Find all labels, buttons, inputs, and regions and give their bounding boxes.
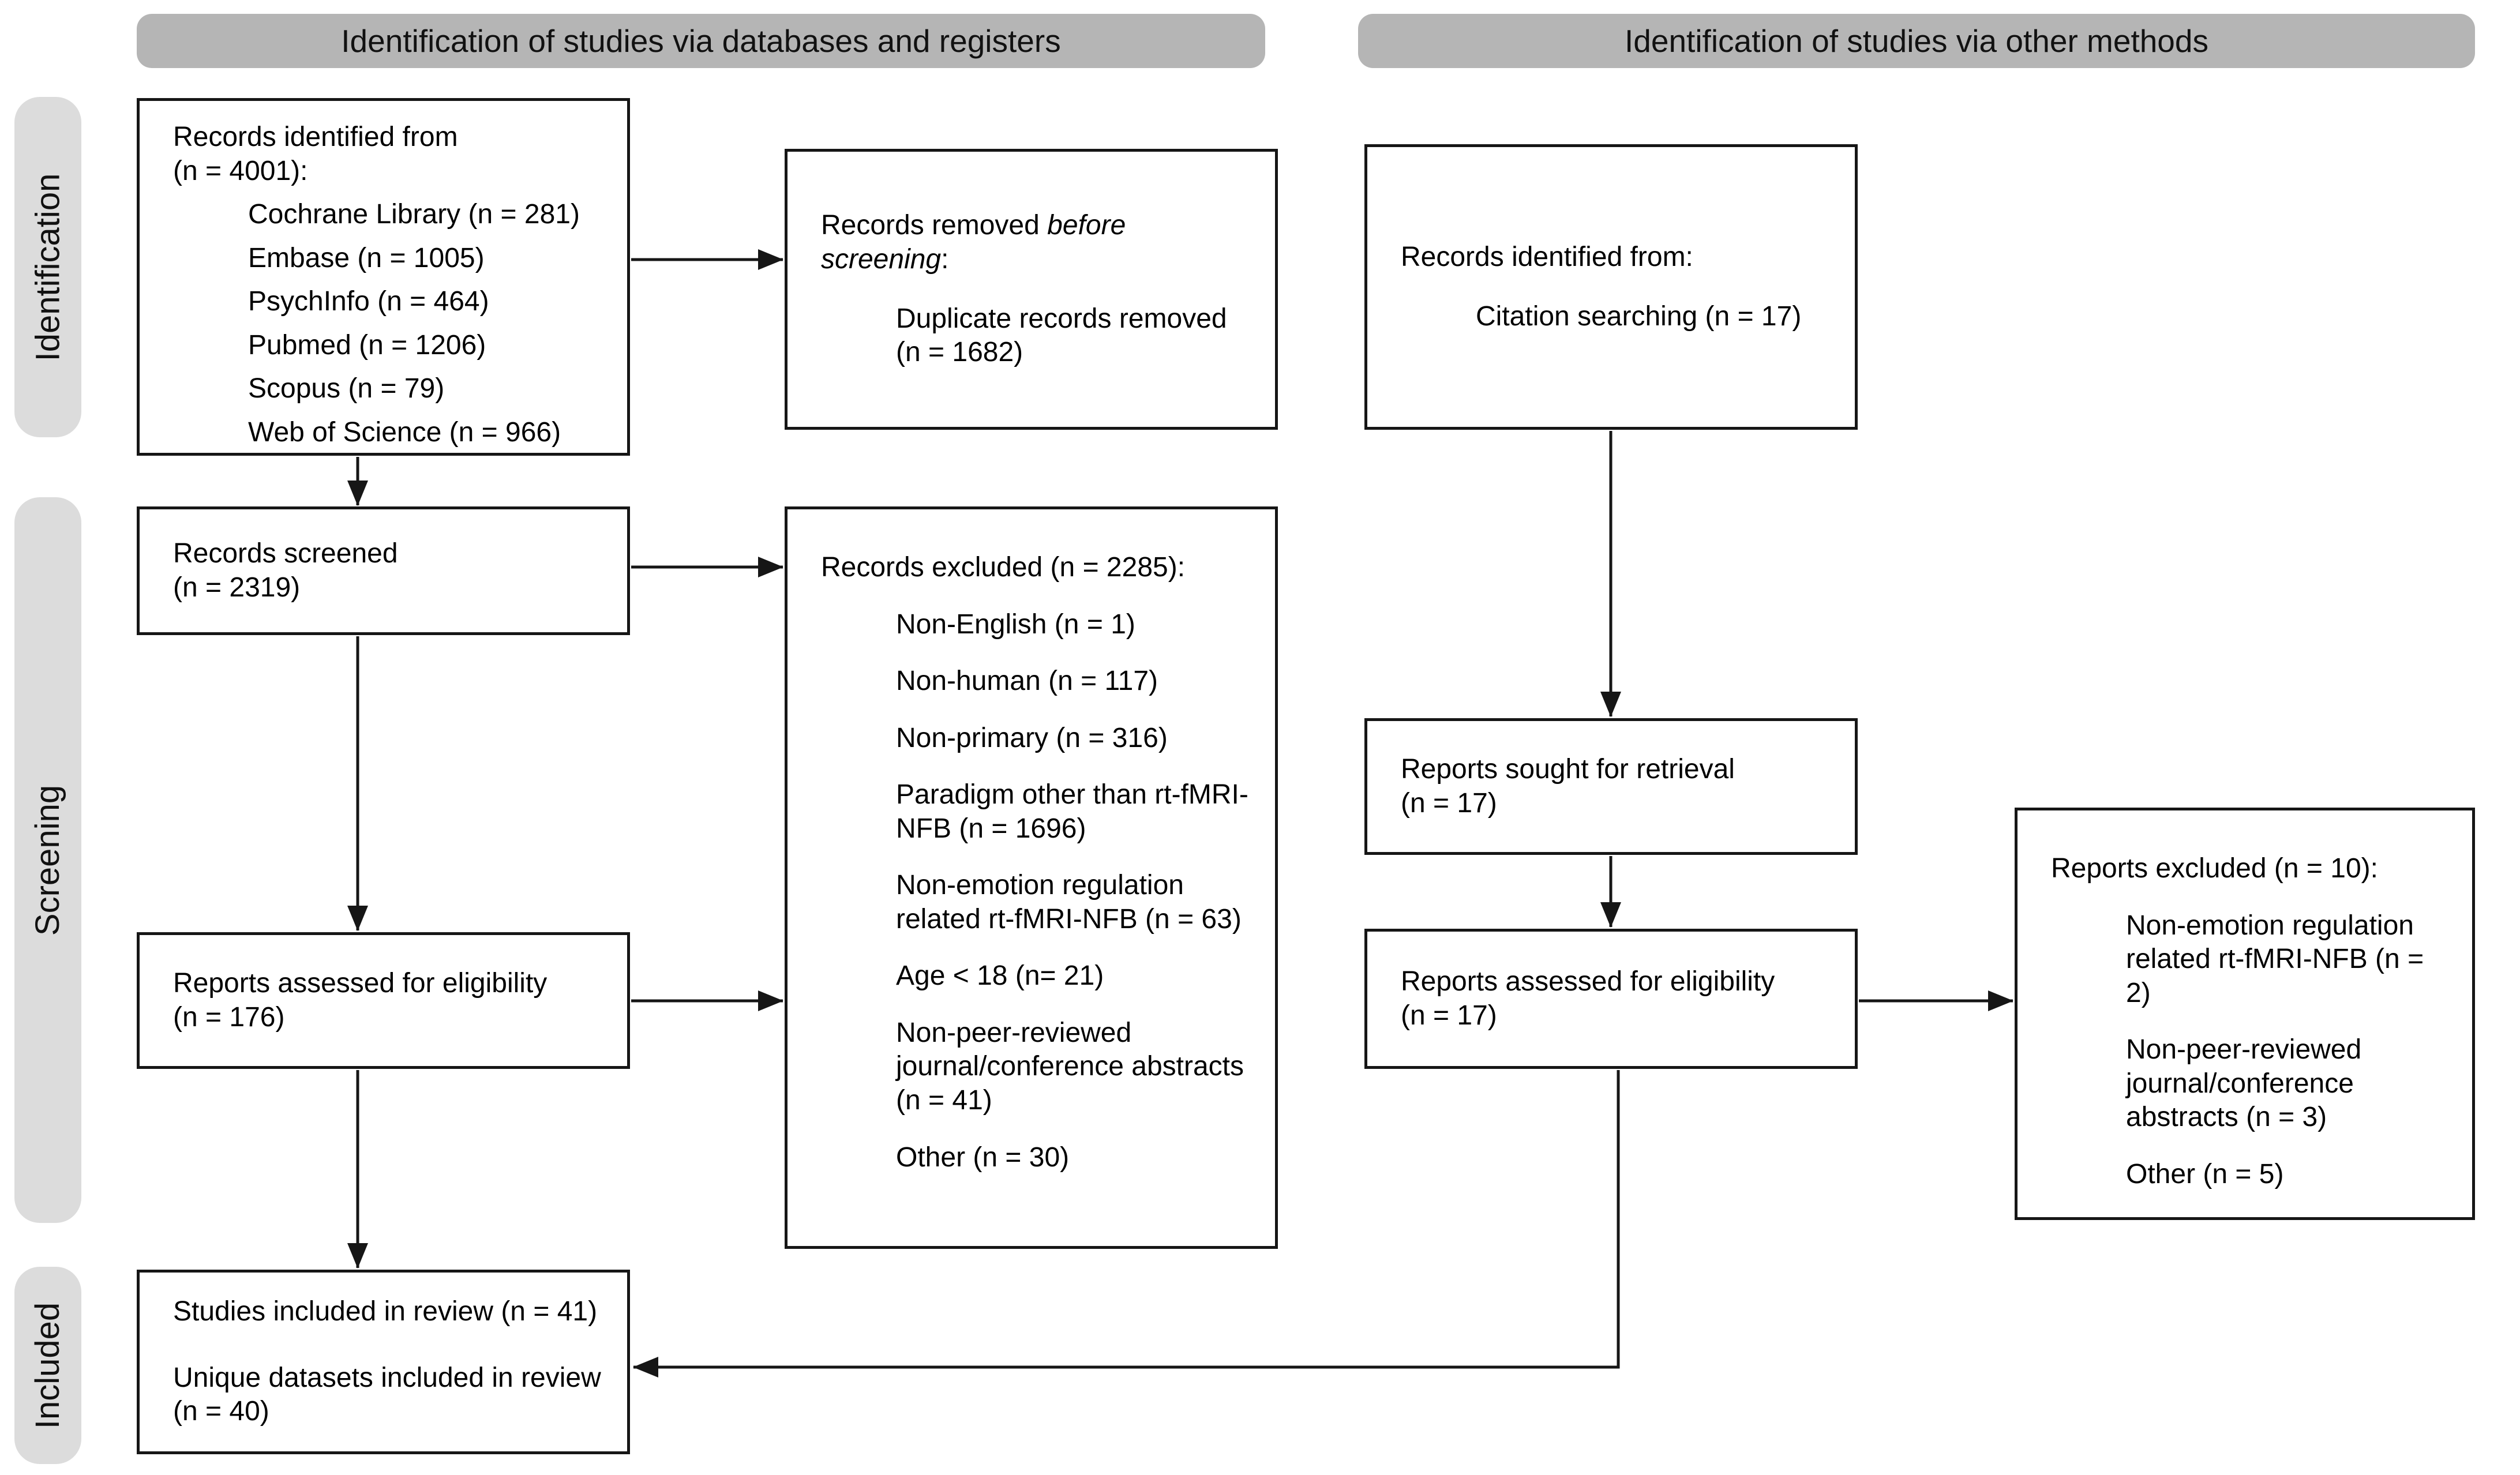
box-records-excluded: Records excluded (n = 2285): Non-English… <box>785 506 1278 1249</box>
box-reports-excluded-other: Reports excluded (n = 10): Non-emotion r… <box>2015 808 2475 1220</box>
box-title: Reports excluded (n = 10): <box>2051 853 2378 884</box>
box-count: (n = 4001): <box>173 155 308 186</box>
box-title: Records removed before screening: <box>821 209 1257 276</box>
database-item: Embase (n = 1005) <box>248 242 485 273</box>
database-item: PsychInfo (n = 464) <box>248 286 489 317</box>
stage-screening: Screening <box>14 497 81 1223</box>
stage-included-label: Included <box>29 1302 67 1429</box>
box-count: (n = 17) <box>1401 787 1497 819</box>
box-reports-assessed-other: Reports assessed for eligibility (n = 17… <box>1364 929 1858 1069</box>
box-title: Records identified from <box>173 122 458 152</box>
excluded-item: Non-English (n = 1) <box>896 609 1135 640</box>
stage-screening-label: Screening <box>29 785 67 936</box>
title-suffix: : <box>941 243 949 275</box>
title-prefix: Records removed <box>821 210 1048 241</box>
box-studies-included: Studies included in review (n = 41) Uniq… <box>137 1270 630 1454</box>
included-line: Unique datasets included in review (n = … <box>173 1362 601 1427</box>
excluded-item: Non-peer-reviewed journal/conference abs… <box>2126 1034 2362 1133</box>
excluded-item: Non-emotion regulation related rt-fMRI-N… <box>2126 910 2424 1008</box>
database-item: Pubmed (n = 1206) <box>248 329 486 361</box>
box-records-removed-before-screening: Records removed before screening: Duplic… <box>785 149 1278 430</box>
box-reports-assessed-databases: Reports assessed for eligibility (n = 17… <box>137 932 630 1069</box>
excluded-item: Non-emotion regulation related rt-fMRI-N… <box>896 870 1242 934</box>
header-databases-registers: Identification of studies via databases … <box>137 14 1265 68</box>
excluded-item: Non-primary (n = 316) <box>896 722 1168 753</box>
stage-identification: Identification <box>14 97 81 437</box>
excluded-item: Non-peer-reviewed journal/conference abs… <box>896 1017 1244 1116</box>
box-title: Reports assessed for eligibility <box>173 967 548 999</box>
title-italic: before screening <box>821 210 1126 275</box>
database-item: Web of Science (n = 966) <box>248 416 561 448</box>
box-records-identified-other: Records identified from: Citation search… <box>1364 144 1858 430</box>
box-count: (n = 17) <box>1401 1000 1497 1031</box>
header-other-methods: Identification of studies via other meth… <box>1358 14 2475 68</box>
box-records-identified-databases: Records identified from (n = 4001): Coch… <box>137 98 630 456</box>
stage-included: Included <box>14 1267 81 1464</box>
box-records-screened: Records screened (n = 2319) <box>137 506 630 635</box>
box-title: Records identified from: <box>1401 241 1693 272</box>
excluded-item: Other (n = 5) <box>2126 1158 2284 1189</box>
database-item: Scopus (n = 79) <box>248 373 445 404</box>
citation-item: Citation searching (n = 17) <box>1476 301 1802 332</box>
box-reports-sought-retrieval: Reports sought for retrieval (n = 17) <box>1364 718 1858 855</box>
box-count: (n = 2319) <box>173 572 301 603</box>
database-item: Cochrane Library (n = 281) <box>248 199 580 230</box>
stage-identification-label: Identification <box>29 173 67 361</box>
excluded-item: Other (n = 30) <box>896 1142 1070 1173</box>
excluded-item: Age < 18 (n= 21) <box>896 960 1104 992</box>
removed-item: Duplicate records removed (n = 1682) <box>896 303 1227 368</box>
box-title: Records excluded (n = 2285): <box>821 552 1186 583</box>
box-count: (n = 176) <box>173 1001 285 1033</box>
box-title: Reports sought for retrieval <box>1401 753 1735 785</box>
included-line: Studies included in review (n = 41) <box>173 1296 598 1327</box>
excluded-item: Paradigm other than rt-fMRI-NFB (n = 169… <box>896 779 1248 844</box>
header-other-label: Identification of studies via other meth… <box>1625 23 2208 59</box>
excluded-item: Non-human (n = 117) <box>896 666 1158 697</box>
box-title: Reports assessed for eligibility <box>1401 966 1775 997</box>
box-title: Records screened <box>173 538 398 569</box>
header-databases-label: Identification of studies via databases … <box>341 23 1061 59</box>
